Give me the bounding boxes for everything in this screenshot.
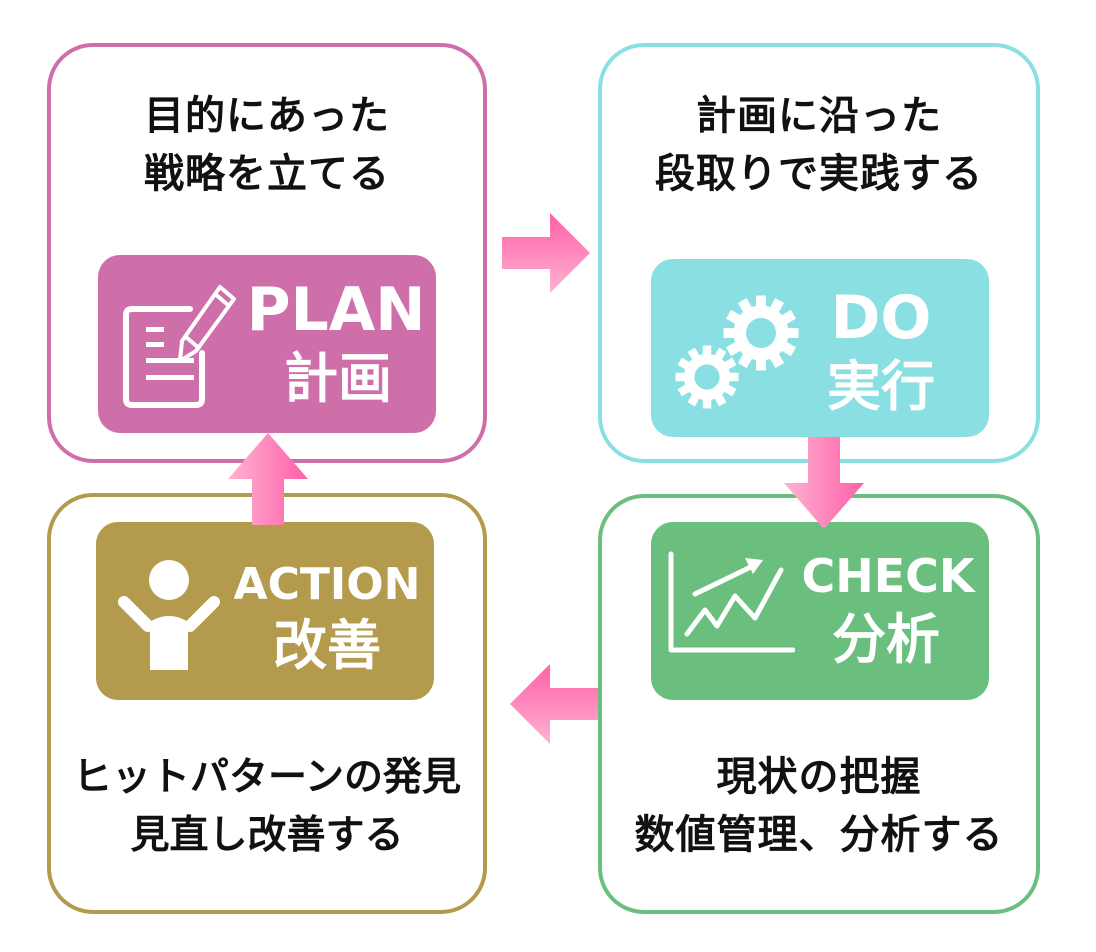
- do-description-line-2: 段取りで実践する: [655, 151, 983, 197]
- do-badge: DO 実行: [651, 259, 989, 437]
- plan-description: 目的にあった 戦略を立てる: [51, 87, 483, 203]
- check-description: 現状の把握 数値管理、分析する: [602, 748, 1036, 864]
- plan-label-jp: 計画: [284, 347, 392, 410]
- check-description-line-1: 現状の把握: [716, 754, 922, 800]
- plan-badge: PLAN 計画: [98, 255, 436, 433]
- check-label-jp: 分析: [832, 608, 940, 671]
- arrow-do-to-check: [784, 437, 864, 529]
- do-description: 計画に沿った 段取りで実践する: [602, 87, 1036, 203]
- arrow-check-to-action: [510, 664, 598, 744]
- action-label-en: ACTION: [233, 559, 421, 610]
- plan-description-line-2: 戦略を立てる: [144, 151, 390, 197]
- trend-chart-icon: [668, 551, 795, 653]
- action-description-line-2: 見直し改善する: [130, 813, 404, 858]
- action-description: ヒットパターンの発見 見直し改善する: [51, 749, 483, 865]
- action-badge: ACTION 改善: [96, 522, 434, 700]
- do-label-jp: 実行: [827, 355, 935, 418]
- document-pencil-icon: [123, 285, 236, 408]
- check-badge: CHECK 分析: [651, 522, 989, 700]
- plan-description-line-1: 目的にあった: [144, 93, 390, 139]
- arrow-action-to-plan: [228, 433, 308, 525]
- gears-icon: [675, 295, 799, 409]
- do-description-line-1: 計画に沿った: [696, 93, 942, 139]
- plan-label-en: PLAN: [246, 275, 426, 345]
- check-label-en: CHECK: [801, 549, 975, 603]
- check-description-line-2: 数値管理、分析する: [634, 812, 1004, 858]
- action-description-line-1: ヒットパターンの発見: [72, 755, 462, 800]
- person-raised-arms-icon: [118, 560, 220, 670]
- arrow-plan-to-do: [502, 213, 590, 293]
- do-label-en: DO: [830, 283, 932, 353]
- action-label-jp: 改善: [273, 614, 381, 677]
